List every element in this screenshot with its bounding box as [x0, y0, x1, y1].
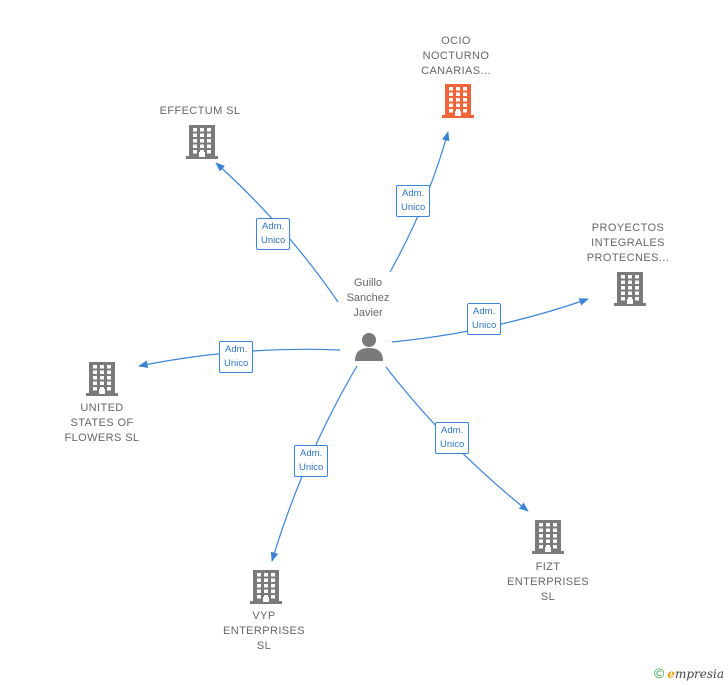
company-label: UNITED STATES OF FLOWERS SL	[64, 402, 140, 444]
company-label: OCIO NOCTURNO CANARIAS...	[421, 35, 491, 77]
company-label: PROYECTOS INTEGRALES PROTECNES...	[586, 222, 670, 264]
edge-label-proyectos: Adm. Unico	[467, 303, 502, 335]
building-icon	[532, 520, 564, 559]
brand-logo: empresia	[667, 667, 724, 681]
company-label: EFFECTUM SL	[159, 105, 241, 117]
copyright-icon: ©	[653, 665, 665, 681]
edge-label-united: Adm. Unico	[219, 341, 254, 373]
building-icon	[250, 570, 282, 609]
building-icon	[442, 84, 474, 123]
company-label: FIZT ENTERPRISES SL	[506, 561, 590, 603]
building-icon	[186, 125, 218, 164]
person-name[interactable]: Guillo Sanchez Javier	[346, 277, 390, 319]
edge-label-effectum: Adm. Unico	[256, 218, 291, 250]
company-label: VYP ENTERPRISES SL	[222, 610, 306, 652]
footer-brand: ©empresia	[654, 665, 724, 681]
building-icon	[614, 272, 646, 311]
building-icon	[86, 362, 118, 401]
person-icon[interactable]	[353, 330, 385, 367]
edge-label-vyp: Adm. Unico	[294, 445, 329, 477]
edge-label-fizt: Adm. Unico	[435, 422, 470, 454]
edge-label-ocio: Adm. Unico	[396, 185, 431, 217]
